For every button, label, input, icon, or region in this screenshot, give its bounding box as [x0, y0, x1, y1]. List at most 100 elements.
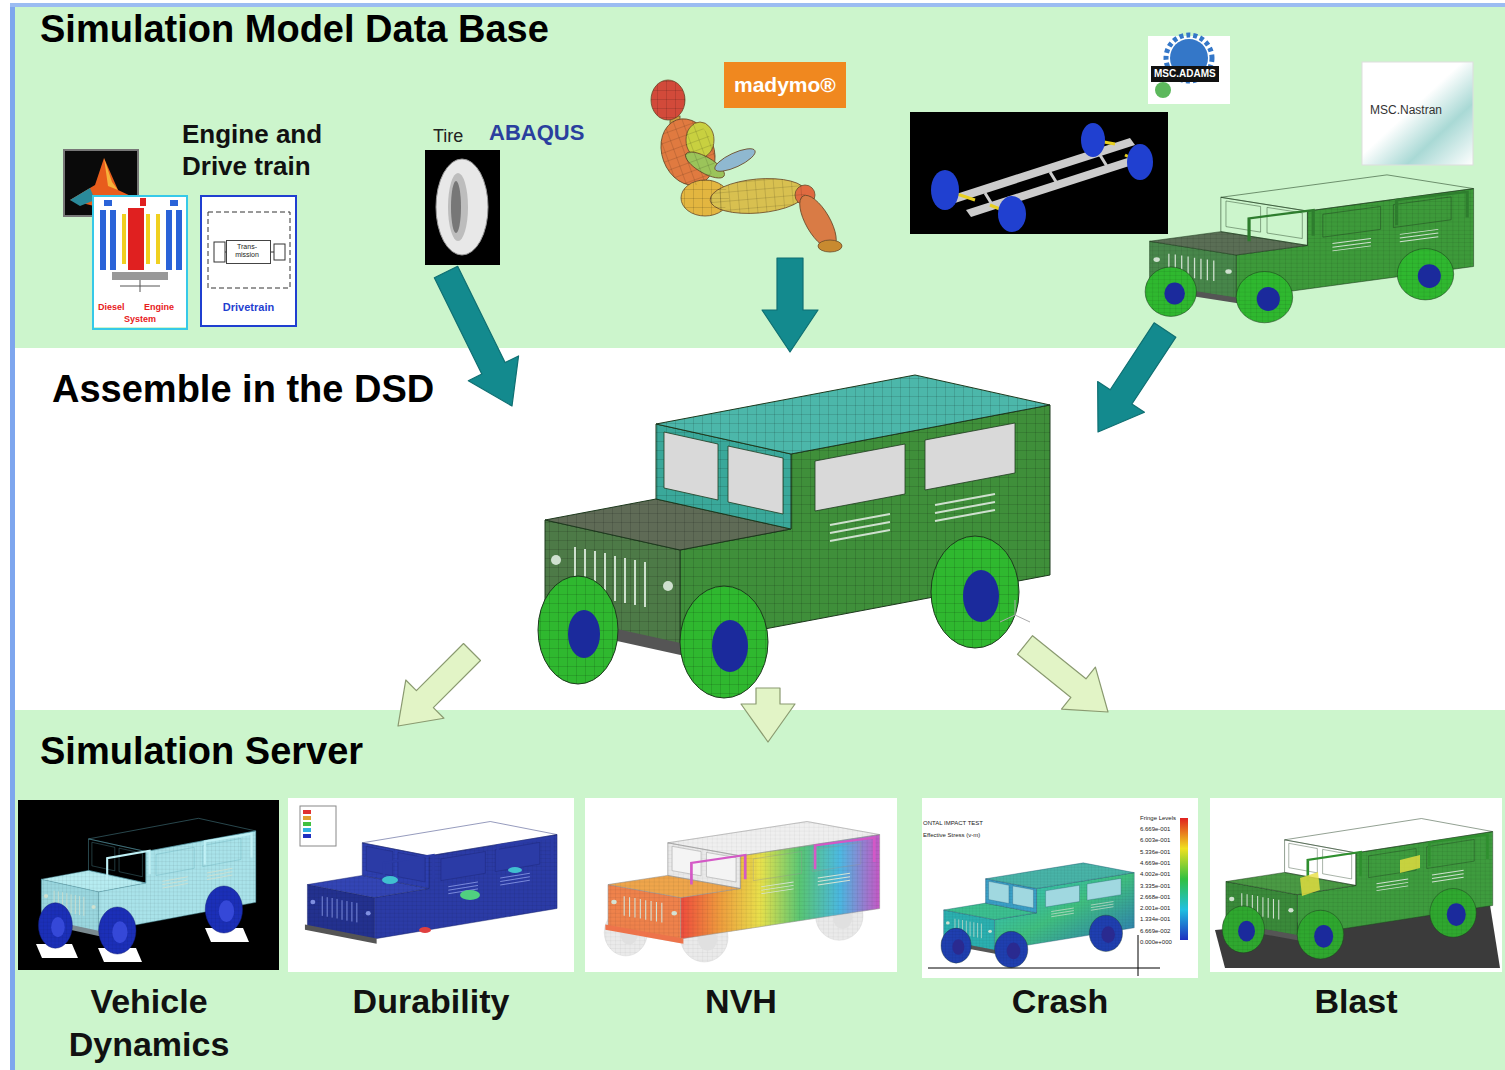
engine-diagram — [146, 214, 150, 264]
component-label: Trans- mission — [227, 243, 267, 258]
engine-diagram — [122, 214, 126, 264]
crash-panel — [1180, 818, 1188, 940]
software-logo: madymo® — [724, 62, 846, 108]
axis-value: 4.669e-001 — [1140, 860, 1170, 867]
section-heading: Simulation Model Data Base — [40, 8, 549, 52]
engine-diagram — [112, 272, 168, 280]
drivetrain-diagram — [208, 212, 290, 288]
chassis-model — [910, 112, 1168, 234]
axis-value: 2.668e-001 — [1140, 894, 1170, 901]
software-logo: ABAQUS — [489, 120, 584, 145]
blast-panel — [1222, 819, 1492, 959]
drivetrain-diagram — [274, 244, 285, 260]
panel-caption: Blast — [1314, 980, 1397, 1023]
durability-panel — [288, 798, 574, 972]
assembled-vehicle — [538, 375, 1050, 698]
tire-model — [425, 150, 500, 265]
engine-diagram — [128, 208, 144, 270]
durability-panel — [460, 890, 480, 900]
text-slot: Drivetrain — [202, 297, 295, 315]
vehicle-dynamics-panel — [18, 800, 279, 970]
model-name: Tire — [433, 126, 463, 147]
background-bands — [14, 710, 1505, 1070]
background-bands — [14, 348, 1505, 710]
text-slot: MSC.Nastran — [1370, 100, 1474, 118]
adams-logo — [1155, 82, 1171, 98]
flow-arrow — [1098, 323, 1176, 432]
engine-diagram — [156, 214, 160, 264]
flow-arrow — [434, 266, 518, 406]
section-heading: Simulation Server — [40, 730, 363, 774]
truck-body-model — [1145, 175, 1473, 323]
diagram-label: Engine — [144, 302, 174, 313]
tire-model — [451, 181, 461, 233]
axis-value: 4.002e-001 — [1140, 871, 1170, 878]
model-box: Diesel EngineSystem — [92, 195, 188, 330]
legend-title: Fringe Levels — [1140, 815, 1176, 822]
plot-note: Effective Stress (v-m) — [923, 832, 980, 839]
group-heading: Engine and Drive train — [182, 119, 354, 183]
axis-value: 6.003e-001 — [1140, 837, 1170, 844]
blast-panel — [1300, 872, 1320, 896]
truck-body-model — [1145, 175, 1473, 323]
crash-panel — [928, 935, 1160, 976]
vehicle-dynamics-panel — [18, 800, 279, 970]
simulation-panel: Vehicle Dynamics — [18, 800, 283, 1069]
engine-diagram — [176, 210, 182, 270]
flow-arrow — [741, 688, 795, 742]
durability-panel — [300, 806, 336, 846]
durability-panel — [303, 816, 311, 820]
engine-diagram — [166, 210, 172, 270]
flow-arrow — [398, 644, 480, 726]
software-logo: MSC.Nastran — [1370, 104, 1442, 118]
panel-caption: NVH — [705, 980, 777, 1023]
durability-panel — [508, 867, 522, 873]
engine-diagram — [110, 210, 116, 270]
text-slot: Assemble in the DSD — [52, 368, 812, 412]
text-slot: Engine and Drive train — [182, 119, 354, 183]
model-box: Drivetrain Trans- mission — [200, 195, 297, 327]
text-slot: madymo® — [724, 62, 854, 108]
crash-panel — [941, 863, 1134, 968]
diagram-label: Diesel — [98, 302, 125, 313]
durability-panel — [303, 810, 311, 814]
matlab-icon — [104, 158, 118, 190]
text-slot: ABAQUS — [489, 120, 591, 145]
axis-value: 6.669e-001 — [1140, 826, 1170, 833]
crash-dummy-model — [712, 144, 758, 175]
model-entry: madymo® — [648, 60, 854, 252]
durability-panel — [288, 798, 574, 972]
panel-caption: Durability — [353, 980, 510, 1023]
text-slot: Blast — [1210, 980, 1502, 1023]
panel-caption: Crash — [1012, 980, 1108, 1023]
axis-value: 5.336e-001 — [1140, 849, 1170, 856]
crash-dummy-model — [652, 111, 724, 193]
section-band: Assemble in the DSD — [14, 348, 1505, 710]
flow-arrow — [762, 258, 818, 352]
crash-panel — [922, 798, 1198, 978]
text-slot: Durability — [288, 980, 574, 1023]
chassis-model — [998, 196, 1026, 232]
crash-dummy-model — [681, 180, 729, 216]
nvh-panel — [585, 798, 897, 972]
chassis-model — [910, 112, 1168, 234]
engine-diagram — [100, 210, 106, 270]
simulation-panel: Blast — [1210, 798, 1502, 1066]
nastran-logo — [1362, 62, 1473, 165]
plot-note: ONTAL IMPACT TEST — [923, 820, 983, 827]
simulation-panel: Durability — [288, 798, 574, 1066]
diagram-label: System — [124, 314, 156, 325]
drivetrain-diagram — [200, 195, 297, 327]
durability-panel — [304, 822, 557, 962]
crash-dummy-model — [818, 240, 842, 252]
durability-panel — [303, 822, 311, 826]
component-box: Trans- mission — [226, 240, 271, 264]
tire-model — [448, 173, 468, 241]
engine-diagram — [120, 280, 160, 292]
model-entry: Tire ABAQUS — [425, 118, 591, 266]
axis-value: 1.334e-001 — [1140, 916, 1170, 923]
chassis-model — [931, 170, 959, 210]
